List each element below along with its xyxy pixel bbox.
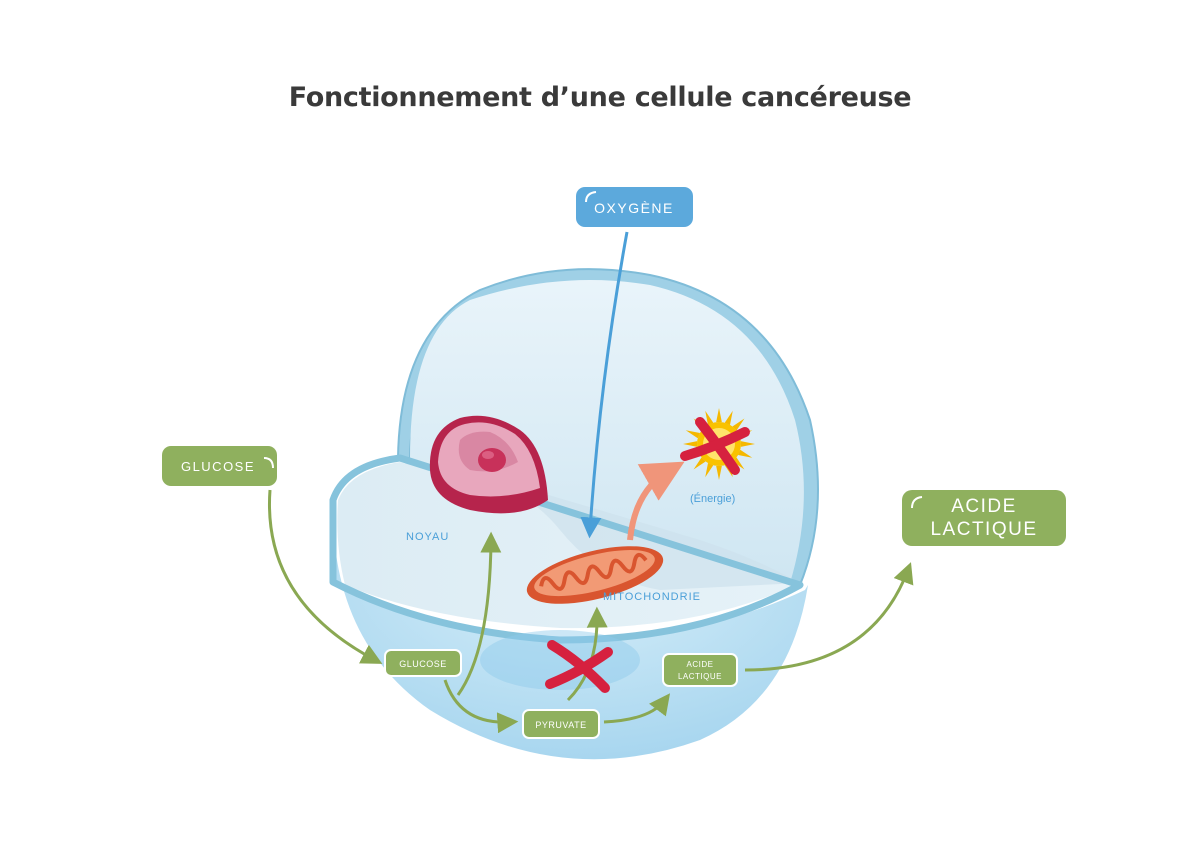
mitochondria (526, 546, 664, 604)
bowl-glow (480, 630, 640, 690)
blocked-cross-energy (680, 417, 750, 475)
page-title: Fonctionnement d’une cellule cancéreuse (288, 82, 912, 113)
nucleus (429, 415, 548, 514)
acide-lactique-inside-line2: LACTIQUE (678, 672, 722, 681)
sun-ray (732, 457, 745, 470)
glucose-inside-label: GLUCOSE (399, 659, 447, 669)
acide-lactique-inside-line1: ACIDE (687, 660, 714, 669)
oxygene-label: OXYGÈNE (594, 200, 674, 216)
sun-ray (724, 410, 733, 425)
sun-ray (705, 410, 714, 425)
cell-dome-inner (400, 280, 804, 583)
glucose-outside-label: GLUCOSE (181, 459, 255, 474)
acide-lactique-inside-box: ACIDE LACTIQUE (662, 653, 738, 687)
label-energie: (Énergie) (690, 492, 735, 505)
oxygene-box: OXYGÈNE (576, 187, 693, 227)
cell-rim (329, 454, 804, 644)
sun-ray (716, 408, 722, 423)
glucose-outside-box: GLUCOSE (162, 446, 277, 486)
sun-ray (738, 449, 753, 458)
label-noyau: NOYAU (406, 531, 449, 543)
acide-lactique-outside-line2: LACTIQUE (930, 519, 1037, 540)
acide-lactique-outside-box: ACIDE LACTIQUE (902, 490, 1066, 546)
glucose-in-arrow (267, 489, 383, 664)
sun-ray (716, 465, 722, 480)
sun-ray (683, 441, 698, 447)
pyruvate-label: PYRUVATE (535, 720, 586, 730)
pyruvate-to-lactic-arrow (603, 693, 671, 724)
blocked-cross-pyruvate (545, 640, 613, 693)
pyruvate-box: PYRUVATE (522, 709, 600, 739)
glucose-inside-box: GLUCOSE (384, 649, 462, 677)
sun-ray (732, 418, 745, 431)
sun-ray (693, 457, 706, 470)
sun-ray (685, 430, 700, 439)
glucose-to-pyruvate-arrow (443, 679, 519, 734)
oxygen-arrow (580, 231, 629, 539)
energy-arrow (627, 461, 685, 541)
label-mitochondrie: MITOCHONDRIE (603, 591, 701, 603)
acide-lactique-outside-line1: ACIDE (951, 496, 1017, 517)
glucose-to-nucleus-arrow (456, 531, 502, 696)
cell (329, 268, 819, 760)
sun-ray (740, 441, 755, 447)
sun-ray (705, 463, 714, 478)
lactic-out-arrow (744, 562, 914, 672)
